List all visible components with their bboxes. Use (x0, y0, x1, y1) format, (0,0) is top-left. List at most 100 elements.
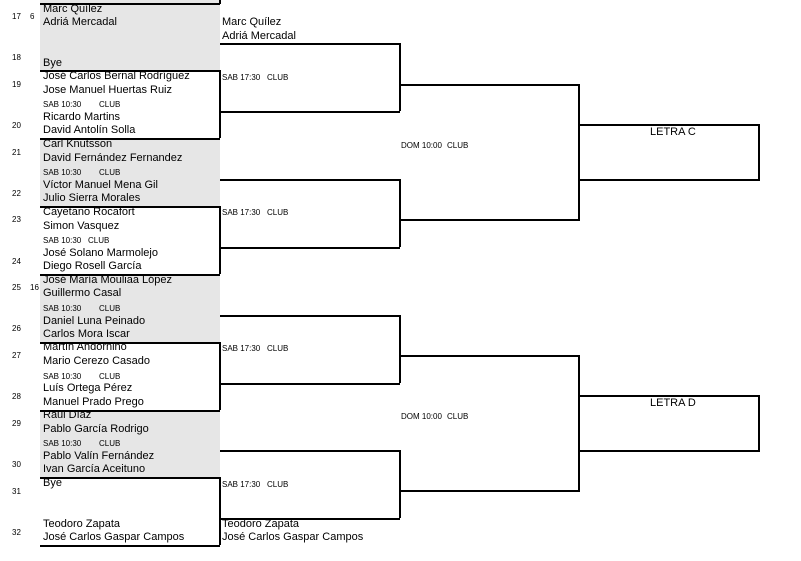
player-name: Víctor Manuel Mena Gil (43, 179, 158, 191)
player-name: Pablo García Rodrigo (43, 423, 149, 435)
row-number: 25 (12, 283, 21, 292)
match-schedule: SAB 10:30 (43, 236, 82, 245)
bracket-line (220, 450, 400, 452)
bracket-line (220, 383, 400, 385)
row-number: 27 (12, 351, 21, 360)
match-venue: CLUB (99, 100, 121, 109)
player-name: Cayetano Rocafort (43, 206, 135, 218)
match-venue: CLUB (267, 480, 289, 489)
player-name: José Solano Marmolejo (43, 247, 158, 259)
match-block-shade (40, 138, 220, 206)
bracket-line (400, 490, 580, 492)
bracket-line (40, 138, 220, 140)
row-number: 29 (12, 419, 21, 428)
player-name: Carlos Mora Iscar (43, 328, 130, 340)
bracket-line (40, 3, 220, 5)
player-name: José Carlos Bernal Rodríguez (43, 70, 190, 82)
bracket-line (40, 206, 220, 208)
player-name: Mario Cerezo Casado (43, 355, 150, 367)
match-venue: CLUB (447, 141, 469, 150)
player-name: Bye (43, 57, 62, 69)
match-schedule: DOM 10:00 (401, 412, 442, 421)
bracket-line (399, 315, 401, 383)
player-name: Bye (43, 477, 62, 489)
bracket-line (219, 206, 221, 274)
group-letter-label: LETRA C (650, 126, 696, 138)
row-number: 30 (12, 460, 21, 469)
player-name: Marc Quílez (43, 3, 103, 15)
match-schedule: SAB 10:30 (43, 100, 82, 109)
bracket-line (220, 111, 400, 113)
bracket-line (40, 70, 220, 72)
player-name: Guillermo Casal (43, 287, 122, 299)
bracket-line (580, 395, 760, 397)
player-name: Teodoro Zapata (43, 518, 121, 530)
bracket-line (399, 179, 401, 247)
match-schedule: SAB 17:30 (222, 73, 261, 82)
advanced-player-name: Marc Quílez (222, 16, 282, 28)
match-venue: CLUB (447, 412, 469, 421)
player-name: Diego Rosell García (43, 260, 142, 272)
player-name: José María Mouliaa López (43, 274, 173, 286)
bracket-line (40, 545, 220, 547)
bracket-line (40, 410, 220, 412)
bracket-line (40, 274, 220, 276)
bracket-line (40, 477, 220, 479)
player-name: Ricardo Martins (43, 111, 121, 123)
bracket-line (758, 395, 760, 451)
row-number: 24 (12, 257, 21, 266)
player-name: Manuel Prado Prego (43, 396, 144, 408)
row-number: 18 (12, 53, 21, 62)
match-schedule: SAB 10:30 (43, 439, 82, 448)
match-schedule: SAB 17:30 (222, 208, 261, 217)
player-name: José Carlos Gaspar Campos (43, 531, 185, 543)
bracket-line (580, 124, 760, 126)
bracket-line (400, 355, 580, 357)
row-number: 21 (12, 148, 21, 157)
row-number: 26 (12, 324, 21, 333)
advanced-player-name: José Carlos Gaspar Campos (222, 531, 364, 543)
player-name: Simon Vasquez (43, 220, 120, 232)
bracket-line (40, 342, 220, 344)
player-name: David Fernández Fernandez (43, 152, 183, 164)
match-schedule: SAB 10:30 (43, 304, 82, 313)
match-venue: CLUB (88, 236, 110, 245)
player-name: Raúl Díaz (43, 409, 92, 421)
row-number: 20 (12, 121, 21, 130)
bracket-line (220, 315, 400, 317)
bracket-line (580, 450, 760, 452)
row-number: 32 (12, 528, 21, 537)
seed-number: 6 (30, 12, 35, 21)
player-name: Pablo Valín Fernández (43, 450, 155, 462)
advanced-player-name: Adriá Mercadal (222, 30, 296, 42)
seed-number: 16 (30, 283, 39, 292)
bracket-line (400, 219, 580, 221)
bracket-line (219, 342, 221, 410)
match-venue: CLUB (99, 439, 121, 448)
player-name: Ivan García Aceituno (43, 463, 146, 475)
bracket-line (220, 179, 400, 181)
bracket-line (220, 43, 400, 45)
match-schedule: SAB 17:30 (222, 344, 261, 353)
row-number: 19 (12, 80, 21, 89)
bracket-line (219, 70, 221, 138)
group-letter-label: LETRA D (650, 397, 696, 409)
player-name: Julio Sierra Morales (43, 192, 141, 204)
player-name: Luís Ortega Pérez (43, 382, 133, 394)
bracket-line (220, 247, 400, 249)
row-number: 31 (12, 487, 21, 496)
bracket-line (219, 477, 221, 545)
match-venue: CLUB (267, 344, 289, 353)
match-venue: CLUB (267, 208, 289, 217)
match-schedule: SAB 10:30 (43, 372, 82, 381)
player-name: Martín Andornino (43, 341, 127, 353)
row-number: 23 (12, 215, 21, 224)
player-name: Adriá Mercadal (43, 16, 117, 28)
match-schedule: SAB 17:30 (222, 480, 261, 489)
match-venue: CLUB (99, 304, 121, 313)
match-schedule: SAB 10:30 (43, 168, 82, 177)
row-number: 22 (12, 189, 21, 198)
player-name: David Antolín Solla (43, 124, 136, 136)
player-name: Carl Knutsson (43, 138, 113, 150)
row-number: 17 (12, 12, 21, 21)
